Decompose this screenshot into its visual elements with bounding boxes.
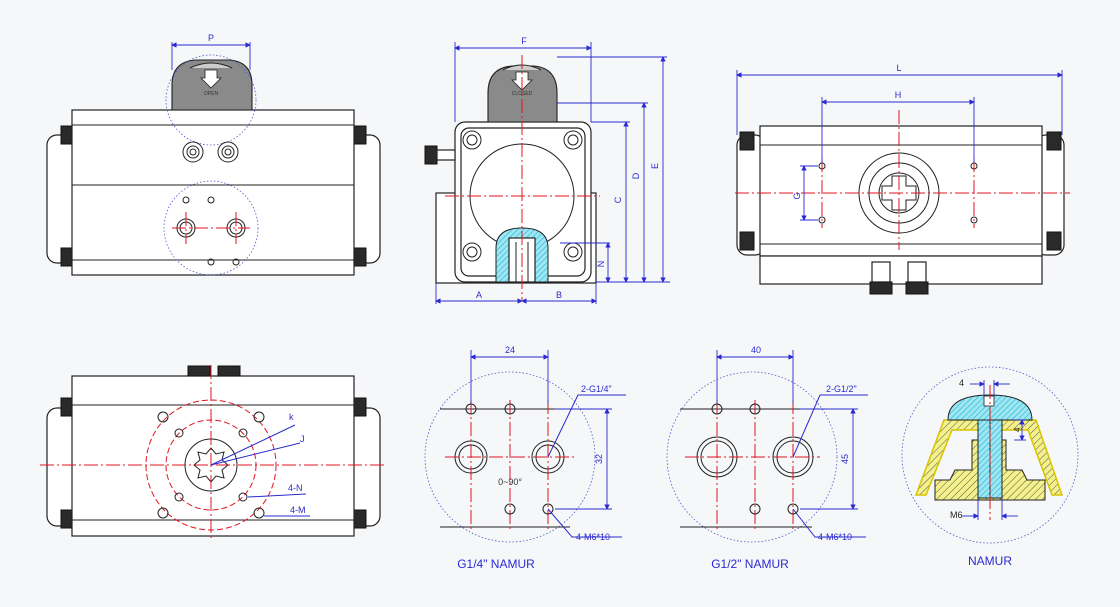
open-label: OPEN (204, 91, 219, 97)
dim-A: A (476, 290, 482, 300)
screw-label: 4-M6*10 (818, 532, 852, 542)
namur-detail-view: 4 4 M6 NAMUR (901, 366, 1079, 568)
side-view: CLOSED F A B N C D E (424, 36, 670, 304)
dim-side: 4 (1013, 427, 1022, 432)
label-k: k (289, 412, 294, 422)
dim-40: 40 (751, 345, 761, 355)
corner-bolt (563, 130, 583, 150)
caption-namur: NAMUR (968, 554, 1012, 568)
right-end-cap (351, 134, 381, 264)
dim-D: D (631, 172, 641, 179)
port-label: 2-G1/2" (826, 384, 857, 394)
shaft-cross (881, 175, 917, 211)
dim-C: C (613, 196, 623, 203)
dim-H: H (895, 90, 902, 100)
actuator-body (71, 109, 355, 276)
dim-G: G (792, 192, 802, 199)
port-label: 2-G1/4" (581, 384, 612, 394)
dim-45: 45 (840, 454, 850, 464)
top-body (759, 125, 1043, 257)
dim-N: N (596, 261, 606, 268)
dim-L: L (896, 63, 901, 73)
caption-g14-namur: G1/4" NAMUR (457, 557, 535, 571)
namur-quarter-view: 24 32 2-G1/4" 0~90° 4-M6*10 G1/4" NAMUR (424, 345, 626, 571)
bottom-view: k J 4-N 4-M (40, 365, 385, 540)
top-view: L H G (735, 63, 1070, 295)
bottom-body (71, 375, 355, 537)
dim-M6: M6 (950, 510, 963, 520)
arrow-down-icon (200, 69, 222, 89)
corner-bolt (462, 242, 482, 262)
dim-24: 24 (505, 345, 515, 355)
dim-F: F (521, 36, 527, 46)
namur-half-view: 40 45 2-G1/2" 4-M6*10 G1/2" NAMUR (666, 345, 868, 571)
detail-circle (165, 54, 257, 146)
left-end-cap (46, 134, 76, 264)
dim-32: 32 (594, 454, 604, 464)
dim-P: P (208, 33, 214, 43)
dim-B: B (556, 290, 562, 300)
label-4-N: 4-N (288, 483, 303, 493)
label-4-M: 4-M (290, 505, 306, 515)
dim-E: E (650, 163, 660, 169)
air-fitting (424, 145, 438, 165)
corner-bolt (462, 130, 482, 150)
dim-top: 4 (959, 378, 964, 388)
caption-g12-namur: G1/2" NAMUR (711, 557, 789, 571)
angle-label: 0~90° (498, 477, 522, 487)
screw-label: 4-M6*10 (576, 532, 610, 542)
front-view: OPEN P (46, 33, 381, 276)
label-J: J (300, 434, 305, 444)
